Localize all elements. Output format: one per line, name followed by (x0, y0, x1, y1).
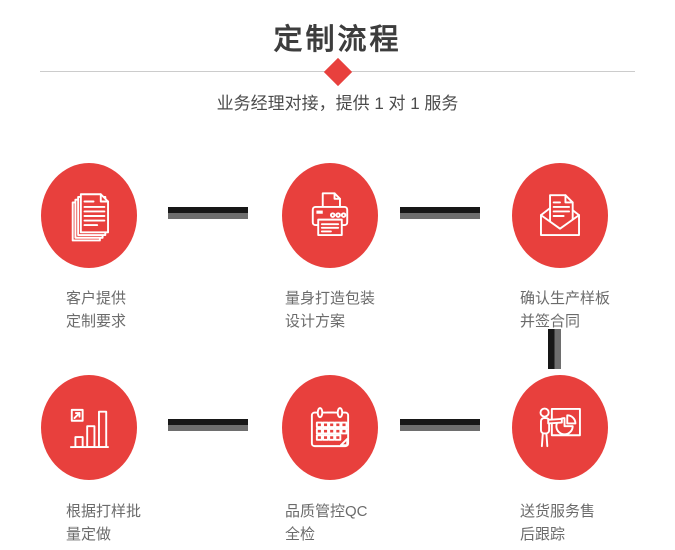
flow-connector-horizontal (168, 419, 248, 431)
page-title: 定制流程 (273, 24, 402, 56)
step-label-line: 量身打造包装 (285, 290, 376, 307)
presentation-icon (539, 407, 581, 447)
step-label-1: 客户提供 定制要求 (66, 287, 126, 333)
subtitle: 业务经理对接，提供 1 对 1 服务 (216, 94, 459, 113)
step-label-line: 设计方案 (285, 313, 346, 330)
bar-chart-icon (69, 408, 109, 448)
printer-icon (311, 191, 349, 236)
envelope-icon (540, 193, 580, 236)
step-label-5: 品质管控QC 全检 (285, 500, 368, 546)
step-circle-4 (41, 375, 137, 480)
flow-connector-horizontal (400, 419, 480, 431)
step-label-6: 送货服务售 后跟踪 (520, 500, 595, 546)
flow-connector-horizontal (400, 207, 480, 219)
calendar-icon (310, 406, 350, 447)
step-label-4: 根据打样批 量定做 (66, 500, 141, 546)
step-circle-3 (512, 163, 608, 268)
diamond-icon (323, 57, 352, 87)
step-circle-5 (282, 375, 378, 480)
step-label-line: 送货服务售 (520, 503, 596, 520)
step-label-line: 定制要求 (66, 313, 127, 330)
step-label-line: 量定做 (66, 526, 112, 543)
flow-connector-horizontal (168, 207, 248, 219)
step-circle-6 (512, 375, 608, 480)
documents-icon (71, 192, 109, 241)
step-circle-2 (282, 163, 378, 268)
step-label-line: 全检 (285, 526, 316, 543)
step-label-line: 确认生产样板 (520, 290, 611, 307)
step-label-line: 根据打样批 (66, 503, 142, 520)
step-label-line: 并签合同 (520, 313, 581, 330)
step-label-line: 后跟踪 (520, 526, 566, 543)
flow-connector-vertical (548, 329, 561, 369)
step-label-3: 确认生产样板 并签合同 (520, 287, 610, 333)
step-label-line: 品质管控QC (285, 503, 368, 520)
step-label-2: 量身打造包装 设计方案 (285, 287, 375, 333)
step-circle-1 (41, 163, 137, 268)
step-label-line: 客户提供 (66, 290, 127, 307)
